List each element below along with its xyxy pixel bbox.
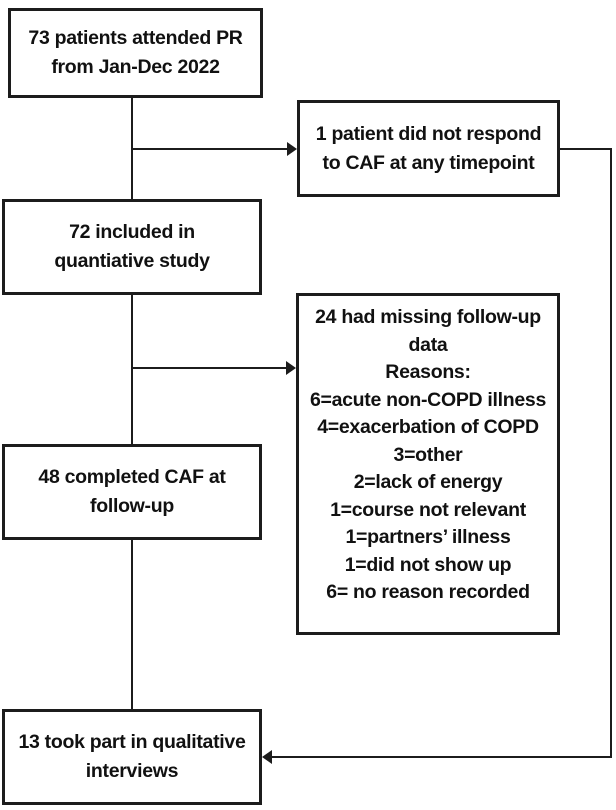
box-missing-followup-line: 24 had missing follow-up [315, 306, 541, 328]
connector-to-qualitative [271, 756, 612, 758]
box-completed-caf: 48 completed CAF at follow-up [2, 444, 262, 540]
arrowhead-right-icon [286, 361, 296, 375]
arrowhead-left-icon [262, 750, 272, 764]
connector-right-vertical [610, 148, 612, 758]
box-missing-followup-line: 1=course not relevant [330, 498, 526, 521]
box-included-quantitative: 72 included in quantiative study [2, 199, 262, 295]
connector-to-no-response [132, 148, 288, 150]
box-missing-followup-line: 3=other [393, 443, 463, 466]
connector-to-missing-followup [132, 367, 287, 369]
box-missing-followup-line: data [408, 333, 448, 356]
box-qualitative-interviews-line: interviews [85, 760, 179, 782]
box-included-quantitative-line: 72 included in [69, 221, 195, 243]
box-completed-caf-line: 48 completed CAF at [38, 466, 226, 488]
box-no-caf-response: 1 patient did not respond to CAF at any … [297, 100, 560, 197]
box-no-caf-response-line: 1 patient did not respond [315, 122, 542, 145]
box-completed-caf-line: follow-up [90, 495, 174, 517]
box-missing-followup-line: 6= no reason recorded [326, 581, 530, 603]
box-missing-followup-line: 1=partners’ illness [345, 526, 511, 548]
box-attended-pr: 73 patients attended PR from Jan-Dec 202… [8, 8, 263, 98]
box-missing-followup-line: 4=exacerbation of COPD [317, 416, 539, 438]
connector-completed-to-qualitative [131, 539, 133, 710]
box-missing-followup-line: 6=acute non-COPD illness [309, 388, 547, 411]
connector-no-response-exit [558, 148, 612, 150]
box-no-caf-response-line: to CAF at any timepoint [322, 151, 535, 174]
box-missing-followup: 24 had missing follow-up data Reasons: 6… [296, 293, 560, 635]
box-qualitative-interviews-line: 13 took part in qualitative [18, 731, 246, 753]
box-included-quantitative-line: quantiative study [54, 250, 210, 272]
arrowhead-right-icon [287, 142, 297, 156]
box-missing-followup-line: Reasons: [385, 361, 471, 383]
box-missing-followup-line: 2=lack of energy [353, 471, 503, 493]
box-attended-pr-line: from Jan-Dec 2022 [51, 56, 220, 78]
box-qualitative-interviews: 13 took part in qualitative interviews [2, 709, 262, 805]
connector-included-to-completed [131, 294, 133, 445]
box-attended-pr-line: 73 patients attended PR [28, 27, 243, 49]
box-missing-followup-line: 1=did not show up [344, 553, 512, 576]
